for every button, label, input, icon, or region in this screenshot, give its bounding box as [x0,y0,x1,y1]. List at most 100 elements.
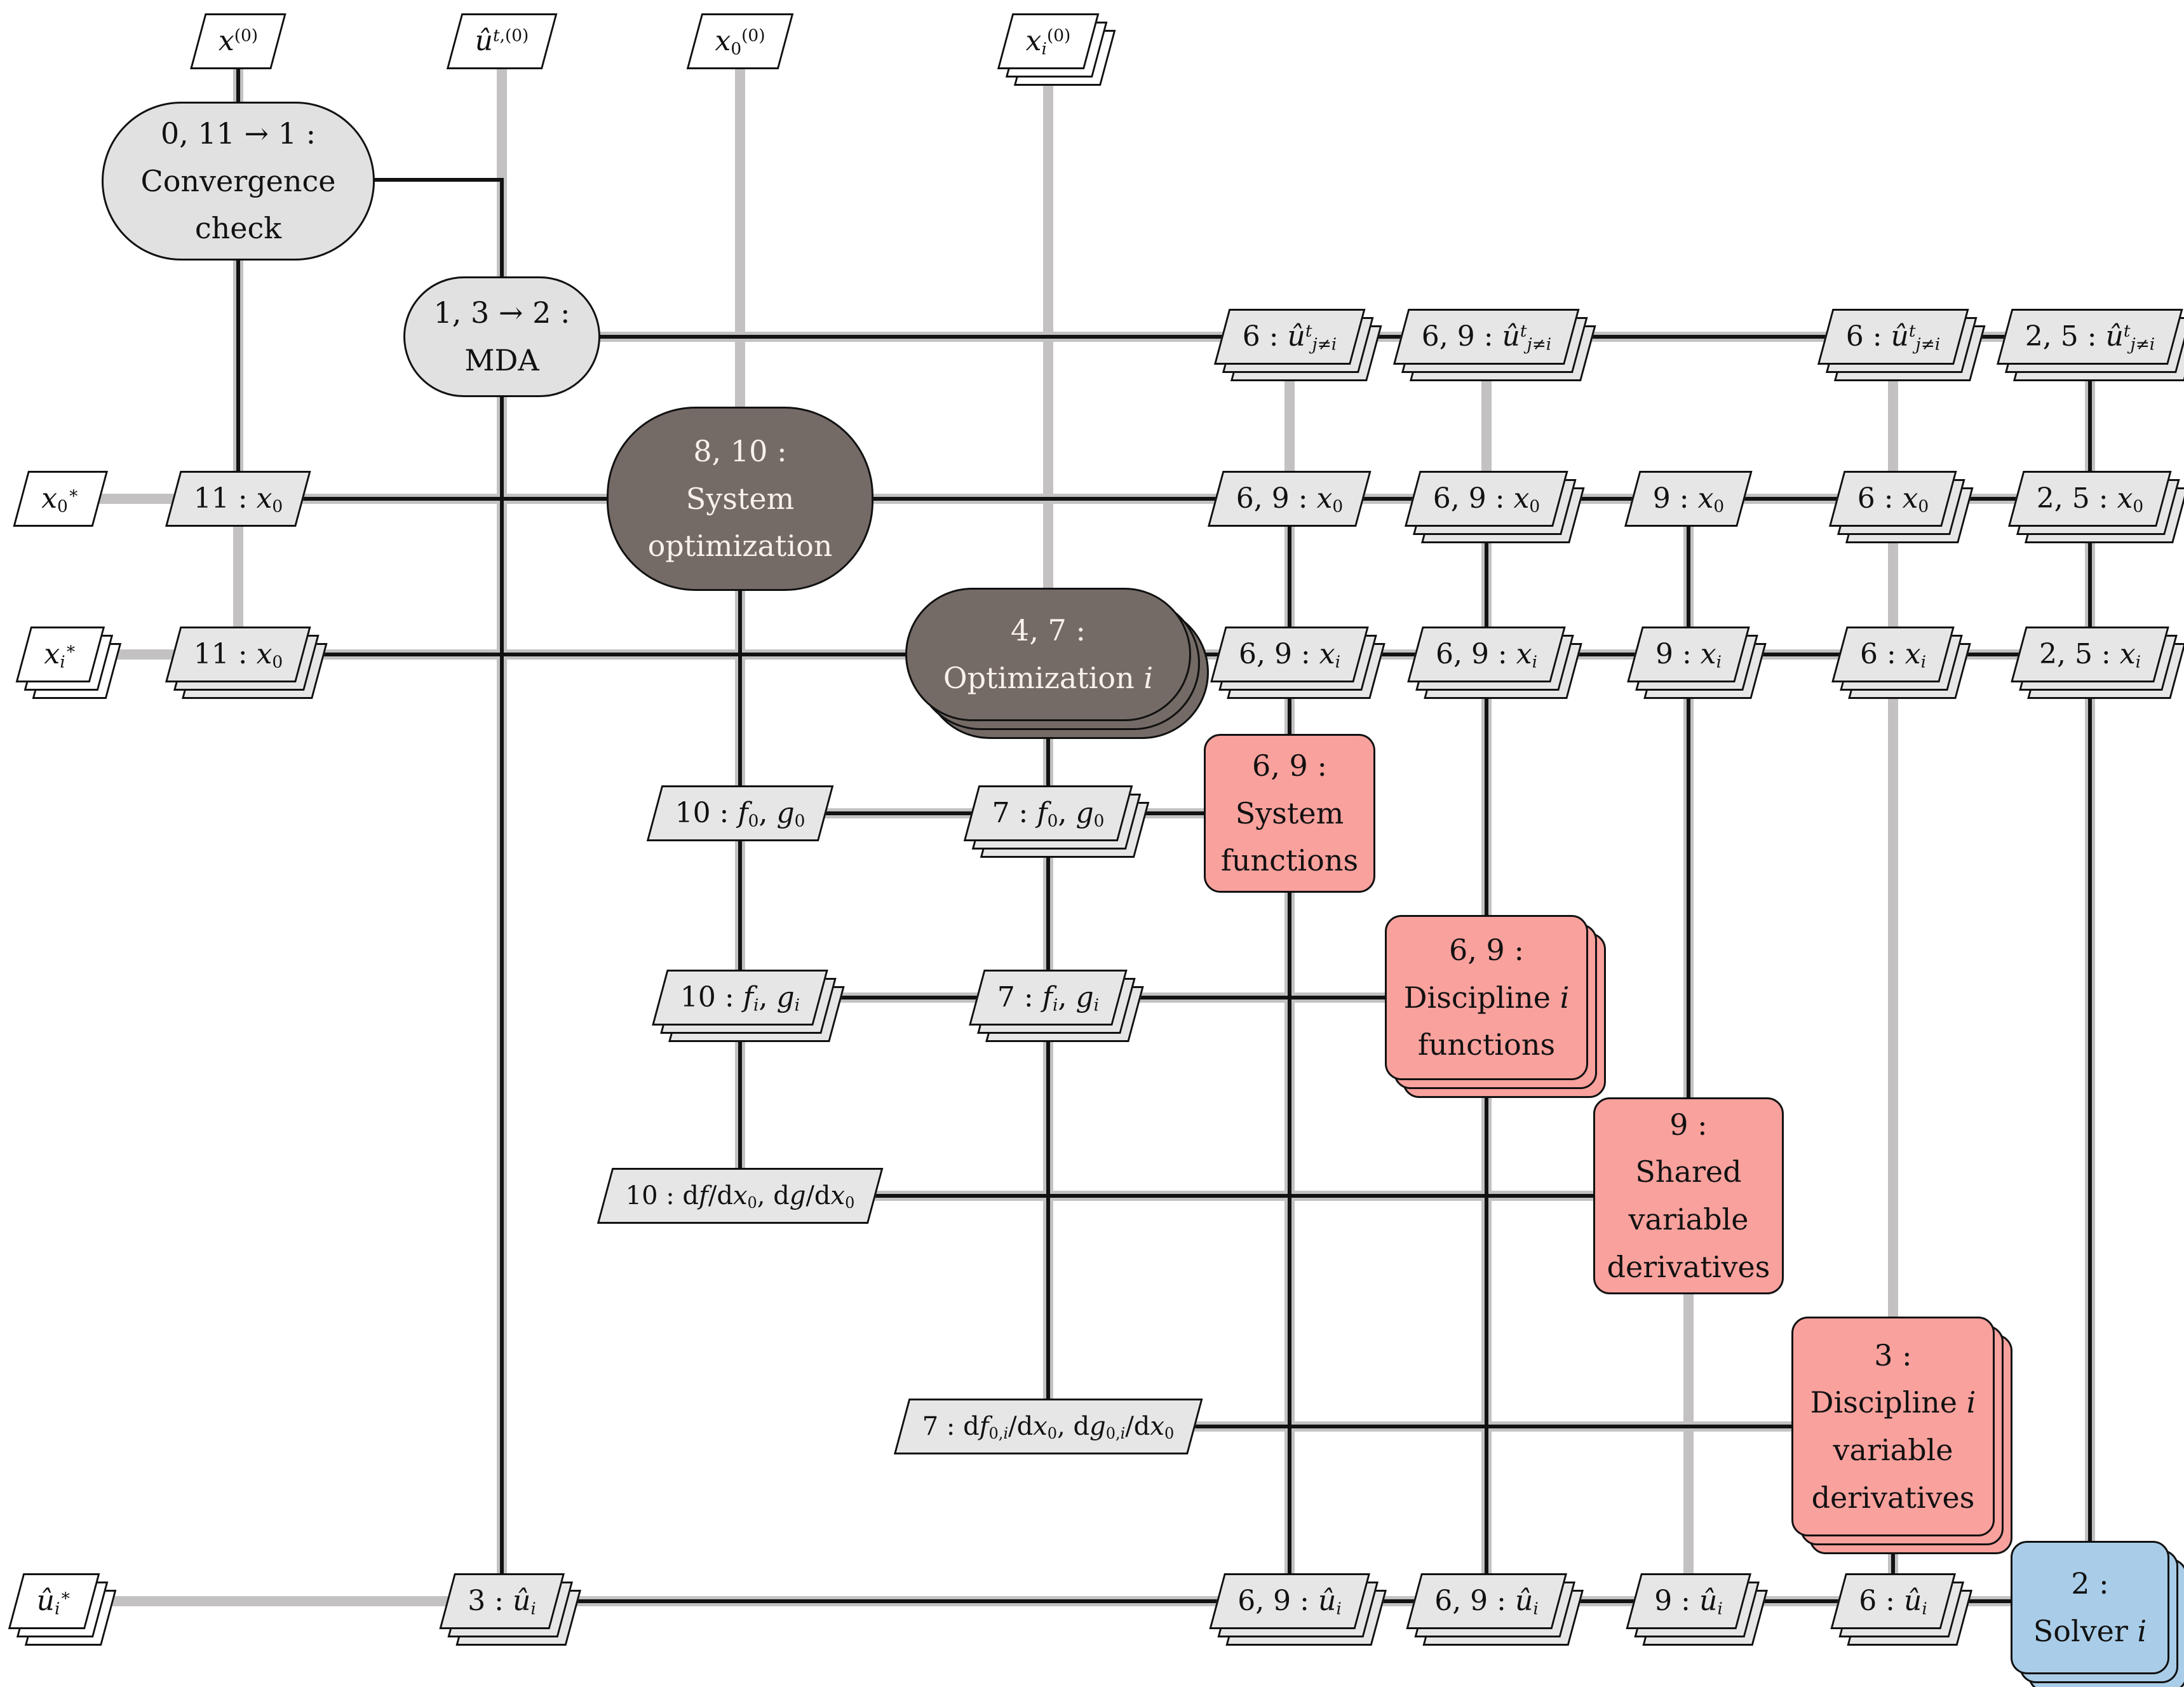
data-node-uhat-i-3-to-mda-label: 3 : ûi [468,1585,536,1619]
data-node-xi-69-to-system-functions-label: 6, 9 : xi [1238,638,1341,672]
data-node-x-initial-label: x(0) [218,25,259,57]
mda: 1, 3 → 2 :MDA [403,276,600,397]
data-node-x-initial: x(0) [190,13,286,69]
connector-gray-v-11 [1888,337,1898,1322]
connector-black-v-31 [1891,1536,1895,1601]
data-node-x0-star-label: x0∗ [41,482,79,517]
data-node-xi-initial-face: xi(0) [997,13,1100,69]
data-node-x0-25-to-solver: 2, 5 : x0 [2008,471,2184,543]
data-node-uhat-t-initial-label: ût,(0) [475,25,529,57]
connector-black-v-22 [236,57,240,499]
shared-variable-derivatives-label-line-1: Shared [1635,1155,1742,1189]
data-node-f0-g0-10-to-system-optimization-face: 10 : f0, g0 [646,785,834,841]
data-node-uhat-i-69-to-discipline-functions-face: 6, 9 : ûi [1406,1573,1567,1629]
data-node-fi-gi-7-to-optimization-i: 7 : fi, gi [969,970,1144,1042]
connector-black-h-38 [740,1194,1689,1198]
data-node-uhat-i-6-to-discipline-derivatives-label: 6 : ûi [1859,1585,1927,1619]
optimization-i-label-line-0: 4, 7 : [1011,613,1086,648]
data-node-uhat-6-to-system-functions: 6 : ûtj≠i [1213,309,1382,381]
shared-variable-derivatives-label-line-0: 9 : [1669,1107,1708,1142]
data-node-x0-11-to-convergence: 11 : x0 [165,471,312,527]
connector-black-h-39 [1048,1425,1893,1428]
mda-face: 1, 3 → 2 :MDA [403,276,600,397]
connector-gray-v-6 [1043,57,1053,654]
connector-black-h-34 [238,497,2090,501]
data-node-fi-gi-10-to-system-optimization-label: 10 : fi, gi [680,981,800,1015]
data-node-x0-9-to-shared-derivatives-label: 9 : x0 [1652,482,1725,517]
data-node-uhat-i-9-to-shared-derivatives-face: 9 : ûi [1626,1573,1751,1629]
shared-variable-derivatives-label-line-3: derivatives [1607,1249,1770,1284]
discipline-i-functions-label-line-2: functions [1417,1027,1556,1062]
data-node-uhat-6-to-discipline-derivatives: 6 : ûtj≠i [1817,309,1986,381]
data-node-uhat-i-69-to-system-functions-face: 6, 9 : ûi [1209,1573,1370,1629]
connector-black-v-28 [1288,499,1291,1601]
data-node-uhat-6-to-system-functions-label: 6 : ûtj≠i [1242,320,1337,355]
data-node-xi-25-to-solver: 2, 5 : xi [2011,627,2184,699]
data-node-uhat-25-to-solver-face: 2, 5 : ûtj≠i [1996,309,2184,365]
connector-gray-v-1 [233,499,243,654]
data-node-xi-star: xi∗ [15,627,122,699]
data-node-f0-g0-10-to-system-optimization-label: 10 : f0, g0 [675,797,806,831]
data-node-xi-69-to-discipline-functions-face: 6, 9 : xi [1407,627,1566,682]
data-node-xi-6-to-discipline-derivatives-label: 6 : xi [1859,638,1927,672]
discipline-i-variable-derivatives-label-line-1: Discipline i [1810,1385,1976,1420]
data-node-uhat-i-6-to-discipline-derivatives: 6 : ûi [1830,1573,1972,1646]
data-node-uhat-i-6-to-discipline-derivatives-face: 6 : ûi [1830,1573,1956,1629]
data-node-x-initial-face: x(0) [190,13,286,69]
data-node-x0-star: x0∗ [13,471,108,527]
data-node-x0-69-to-discipline-functions: 6, 9 : x0 [1405,471,1585,543]
data-node-x0-69-to-system-functions-label: 6, 9 : x0 [1236,482,1344,517]
data-node-df-dx0-10-to-system-optimization-face: 10 : df/dx0, dg/dx0 [597,1168,884,1224]
data-node-f0-g0-7-to-optimization-i: 7 : f0, g0 [963,785,1150,858]
system-optimization-label-line-1: System [685,481,795,516]
discipline-i-variable-derivatives-label-line-0: 3 : [1874,1338,1912,1372]
data-node-xi-initial-label: xi(0) [1025,25,1071,59]
data-node-x0-11-to-convergence-row-xi: 11 : x0 [165,627,328,699]
system-functions-label-line-2: functions [1220,843,1359,878]
data-node-xi-69-to-discipline-functions: 6, 9 : xi [1407,627,1582,699]
system-optimization-label-line-0: 8, 10 : [693,434,787,469]
data-node-x0-25-to-solver-face: 2, 5 : x0 [2008,471,2172,527]
data-node-uhat-69-to-discipline-functions-label: 6, 9 : ûtj≠i [1421,320,1552,355]
mda-label-line-1: MDA [464,343,539,377]
solver-i-face: 2 : Solver i [2011,1541,2169,1674]
data-node-xi-9-to-shared-derivatives-label: 9 : xi [1655,638,1722,672]
data-node-xi-69-to-system-functions: 6, 9 : xi [1210,627,1385,699]
data-node-xi-6-to-discipline-derivatives: 6 : xi [1831,627,1971,699]
data-node-x0-initial-face: x0(0) [686,13,794,69]
discipline-i-functions-label-line-0: 6, 9 : [1449,933,1524,968]
data-node-uhat-i-69-to-discipline-functions-label: 6, 9 : ûi [1434,1585,1539,1619]
connector-black-v-25 [500,394,504,1601]
data-node-uhat-i-69-to-system-functions: 6, 9 : ûi [1209,1573,1387,1646]
connector-black-h-23 [372,178,504,182]
data-node-fi-gi-10-to-system-optimization: 10 : fi, gi [652,970,845,1042]
optimization-i-label-line-1: Optimization i [943,661,1154,695]
convergence-check-label-line-0: 0, 11 → 1 : [160,116,316,151]
data-node-xi-69-to-system-functions-face: 6, 9 : xi [1210,627,1369,682]
data-node-uhat-69-to-discipline-functions-face: 6, 9 : ûtj≠i [1392,309,1581,365]
data-node-xi-69-to-discipline-functions-label: 6, 9 : xi [1435,638,1538,672]
connector-black-v-30 [1687,499,1690,1294]
solver-i-label-line-1: Solver i [2033,1614,2147,1648]
discipline-i-variable-derivatives-label-line-3: derivatives [1811,1480,1975,1515]
solver-i-label-line-0: 2 : [2071,1566,2109,1601]
data-node-x0-9-to-shared-derivatives: 9 : x0 [1624,471,1753,527]
data-node-x0-9-to-shared-derivatives-face: 9 : x0 [1624,471,1753,527]
data-node-x0-6-to-discipline-derivatives-face: 6 : x0 [1828,471,1958,527]
data-node-uhat-i-star-label: ûi∗ [36,1585,72,1619]
data-node-df-dx0-10-to-system-optimization: 10 : df/dx0, dg/dx0 [597,1168,884,1224]
data-node-x0-25-to-solver-label: 2, 5 : x0 [2036,482,2144,517]
data-node-x0-star-face: x0∗ [13,471,108,527]
data-node-xi-6-to-discipline-derivatives-face: 6 : xi [1831,627,1955,682]
data-node-fi-gi-10-to-system-optimization-face: 10 : fi, gi [652,970,828,1026]
data-node-uhat-i-star-face: ûi∗ [8,1573,100,1629]
